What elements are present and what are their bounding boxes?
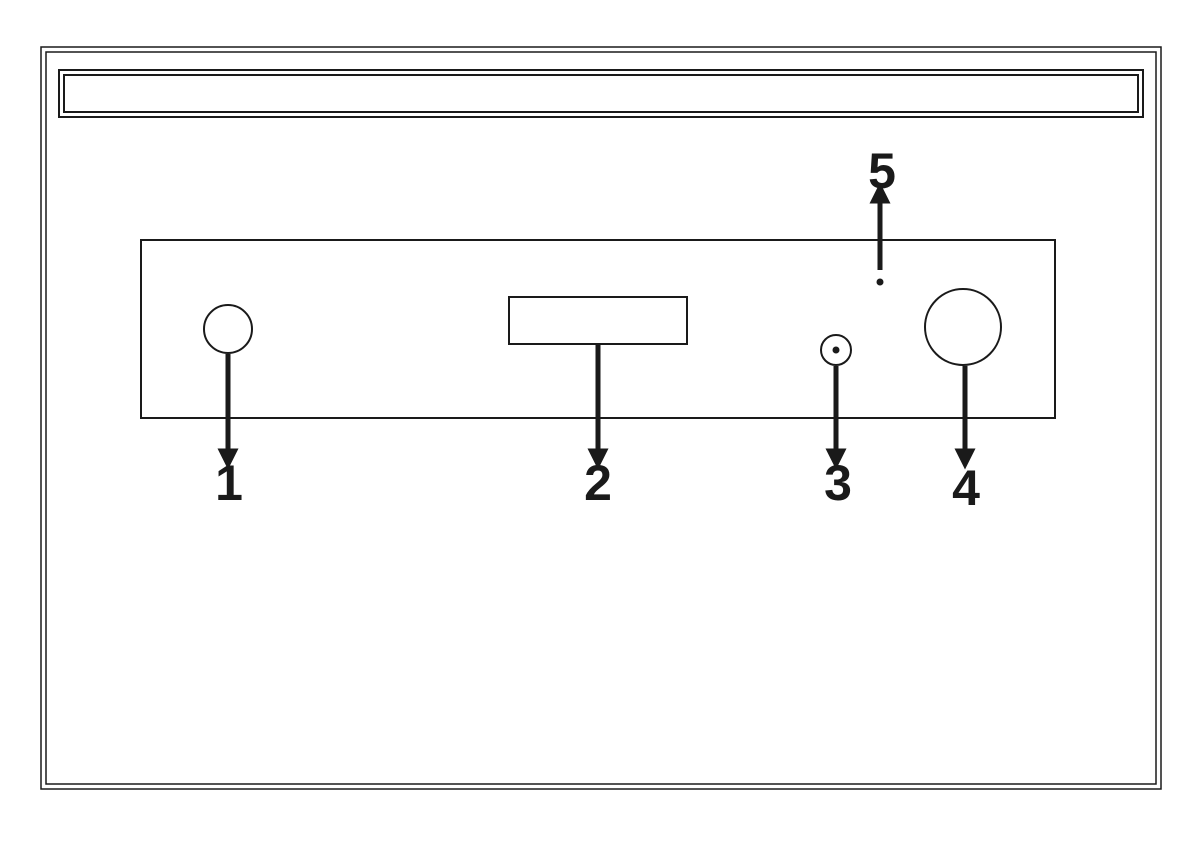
- callout-label-1: 1: [215, 455, 243, 511]
- callout-label-2: 2: [584, 455, 612, 511]
- title-bar-outer: [59, 70, 1143, 117]
- round-button: [204, 305, 252, 353]
- display-window: [509, 297, 687, 344]
- callout-label-4: 4: [952, 460, 980, 516]
- callout-label-5: 5: [868, 143, 896, 199]
- small-jack-center: [833, 347, 840, 354]
- indicator-dot: [877, 279, 884, 286]
- title-bar-inner: [64, 75, 1138, 112]
- large-knob: [925, 289, 1001, 365]
- callout-label-3: 3: [824, 455, 852, 511]
